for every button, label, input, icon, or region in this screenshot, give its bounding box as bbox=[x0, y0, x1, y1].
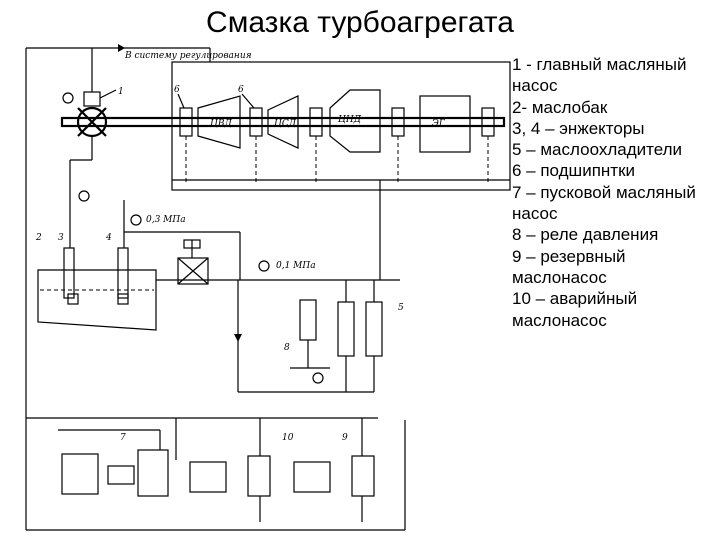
regulation-label: В систему регулирования bbox=[124, 51, 252, 61]
injector-3 bbox=[63, 247, 75, 299]
ip-cylinder bbox=[267, 95, 299, 149]
start-oil-pump bbox=[61, 449, 169, 497]
oil-cooler-b bbox=[365, 301, 383, 357]
legend-item: 2- маслобак bbox=[512, 97, 608, 117]
label-6b: 6 bbox=[238, 85, 244, 95]
pressure-label-1: 0,3 МПа bbox=[146, 215, 186, 225]
label-8: 8 bbox=[284, 343, 290, 353]
legend-item: 1 - главный масляный насос bbox=[512, 55, 687, 96]
legend-item: 5 – маслоохладители bbox=[512, 140, 683, 160]
main-oil-pump-icon bbox=[76, 48, 108, 160]
svg-text:ЦВД: ЦВД bbox=[210, 119, 232, 129]
label-6a: 6 bbox=[174, 85, 180, 95]
pressure-label-2: 0,1 МПа bbox=[276, 261, 316, 271]
label-5: 5 bbox=[398, 303, 404, 313]
legend: 1 - главный масляный насос 2- маслобак 3… bbox=[512, 54, 717, 331]
injector-4 bbox=[117, 247, 129, 299]
label-4: 4 bbox=[105, 233, 112, 243]
legend-item: 6 – подшипнтки bbox=[512, 161, 636, 181]
legend-item: 3, 4 – энжекторы bbox=[512, 118, 645, 138]
label-3: 3 bbox=[58, 233, 64, 243]
svg-text:ЭГ: ЭГ bbox=[432, 119, 446, 129]
lp-cylinder bbox=[329, 89, 381, 153]
reserve-oil-pump bbox=[293, 455, 375, 497]
pressure-gauge-icon bbox=[62, 92, 324, 384]
label-9: 9 bbox=[342, 433, 348, 443]
slide-title: Смазка турбоагрегата bbox=[206, 6, 514, 39]
turbine-shaft bbox=[60, 116, 506, 128]
pressure-valve bbox=[177, 239, 209, 285]
label-7: 7 bbox=[120, 433, 126, 443]
legend-item: 7 – пусковой масляный насос bbox=[512, 182, 696, 224]
emergency-oil-pump bbox=[189, 455, 271, 497]
label-10: 10 bbox=[282, 433, 294, 443]
hp-cylinder bbox=[197, 95, 241, 149]
label-1: 1 bbox=[118, 87, 124, 97]
svg-text:ЦНД: ЦНД bbox=[338, 115, 362, 125]
svg-text:ЦСД: ЦСД bbox=[274, 119, 297, 129]
legend-item: 9 – резервный маслонасос bbox=[512, 246, 626, 287]
pressure-relay bbox=[290, 299, 330, 369]
legend-item: 8 – реле давления bbox=[512, 225, 659, 245]
legend-item: 10 – аварийный маслонасос bbox=[512, 289, 638, 330]
generator bbox=[419, 95, 471, 153]
oil-tank bbox=[37, 269, 157, 331]
label-2: 2 bbox=[35, 233, 42, 243]
oil-cooler-a bbox=[337, 301, 355, 357]
